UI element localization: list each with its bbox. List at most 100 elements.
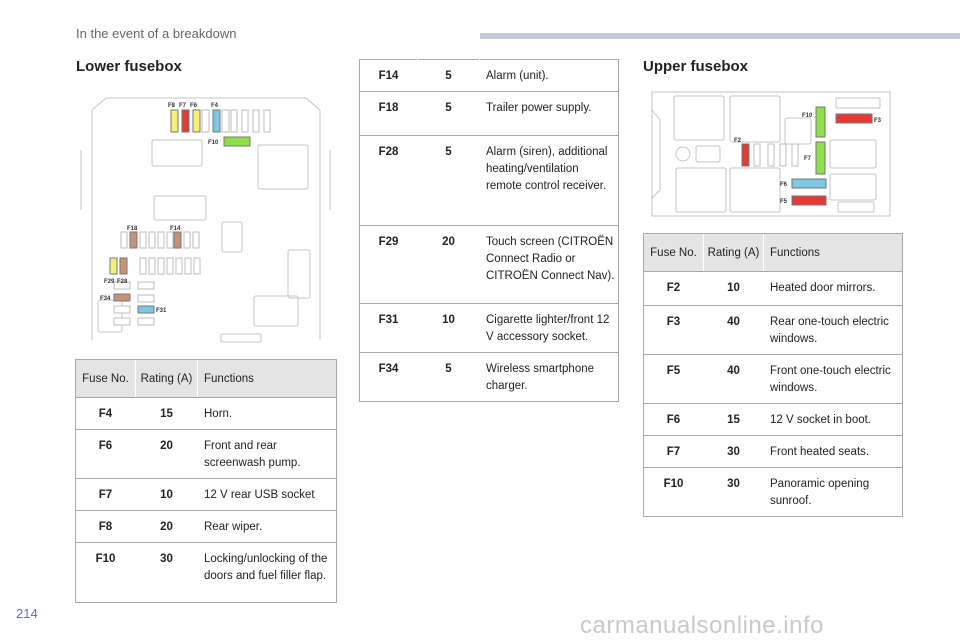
lower-fuse-table-continued: F14 5 Alarm (unit). F18 5 Trailer power … <box>359 59 619 402</box>
fuse-function: Trailer power supply. <box>479 91 619 136</box>
fuse-rating: 10 <box>135 478 198 511</box>
fuse-function: Locking/unlocking of the doors and fuel … <box>197 542 337 603</box>
table-row: F6 20 Front and rear screenwash pump. <box>75 429 337 479</box>
fuse-no: F31 <box>359 303 418 353</box>
table-row: F7 10 12 V rear USB socket <box>75 478 337 511</box>
label-f4: F4 <box>211 103 219 109</box>
col-fuse-no: Fuse No. <box>643 233 704 272</box>
table-row: F18 5 Trailer power supply. <box>359 91 619 136</box>
label-f7: F7 <box>179 103 187 109</box>
fuse-no: F29 <box>359 225 418 304</box>
fuse-function: Alarm (unit). <box>479 59 619 92</box>
fuse-no: F10 <box>643 467 704 517</box>
label-f29: F29 <box>104 279 115 285</box>
upper-fuse-table: Fuse No. Rating (A) Functions F2 10 Heat… <box>643 233 903 517</box>
fuse-no: F7 <box>643 435 704 468</box>
table-row: F3 40 Rear one-touch electric windows. <box>643 305 903 355</box>
table-row: F14 5 Alarm (unit). <box>359 59 619 92</box>
fuse-no: F6 <box>643 403 704 436</box>
fuse-function: Rear one-touch electric windows. <box>763 305 903 355</box>
header-bar <box>480 33 960 39</box>
col-functions: Functions <box>197 359 337 398</box>
label-f18: F18 <box>127 226 138 232</box>
page-number: 214 <box>16 606 38 621</box>
fuse-no: F8 <box>75 510 136 543</box>
label-f10: F10 <box>208 140 219 146</box>
fuse-rating: 20 <box>135 510 198 543</box>
watermark: carmanualsonline.info <box>580 612 824 639</box>
table-row: F8 20 Rear wiper. <box>75 510 337 543</box>
col-rating: Rating (A) <box>135 359 198 398</box>
fuse-rating: 20 <box>417 225 480 304</box>
lower-fuse-table: Fuse No. Rating (A) Functions F4 15 Horn… <box>75 359 337 603</box>
fuse-rating: 15 <box>703 403 764 436</box>
fuse-function: Rear wiper. <box>197 510 337 543</box>
table-row: F2 10 Heated door mirrors. <box>643 271 903 306</box>
table-row: F7 30 Front heated seats. <box>643 435 903 468</box>
fuse-no: F7 <box>75 478 136 511</box>
label-f14: F14 <box>170 226 181 232</box>
lower-fusebox-title: Lower fusebox <box>76 58 182 75</box>
label-f2: F2 <box>734 138 742 144</box>
table-row: F31 10 Cigarette lighter/front 12 V acce… <box>359 303 619 353</box>
fuse-rating: 5 <box>417 352 480 402</box>
fuse-rating: 10 <box>417 303 480 353</box>
table-row: F29 20 Touch screen (CITROËN Connect Rad… <box>359 225 619 304</box>
fuse-no: F34 <box>359 352 418 402</box>
fuse-no: F4 <box>75 397 136 430</box>
fuse-rating: 40 <box>703 305 764 355</box>
fuse-no: F14 <box>359 59 418 92</box>
fuse-rating: 30 <box>135 542 198 603</box>
fuse-no: F2 <box>643 271 704 306</box>
fuse-no: F18 <box>359 91 418 136</box>
label-f7: F7 <box>804 156 812 162</box>
fuse-function: 12 V socket in boot. <box>763 403 903 436</box>
fuse-function: Front one-touch electric windows. <box>763 354 903 404</box>
upper-fusebox-title: Upper fusebox <box>643 58 749 75</box>
fuse-rating: 30 <box>703 435 764 468</box>
fuse-function: Heated door mirrors. <box>763 271 903 306</box>
fuse-function: 12 V rear USB socket <box>197 478 337 511</box>
label-f34: F34 <box>100 296 111 302</box>
col-rating: Rating (A) <box>703 233 764 272</box>
fuse-rating: 5 <box>417 135 480 226</box>
table-row: F10 30 Panoramic opening sunroof. <box>643 467 903 517</box>
fuse-no: F5 <box>643 354 704 404</box>
fuse-rating: 15 <box>135 397 198 430</box>
col-fuse-no: Fuse No. <box>75 359 136 398</box>
fuse-function: Panoramic opening sunroof. <box>763 467 903 517</box>
label-f5: F5 <box>780 199 788 205</box>
label-f3: F3 <box>874 118 882 124</box>
label-f31: F31 <box>156 308 167 314</box>
fuse-function: Horn. <box>197 397 337 430</box>
table-row: F10 30 Locking/unlocking of the doors an… <box>75 542 337 603</box>
fuse-rating: 5 <box>417 91 480 136</box>
fuse-function: Touch screen (CITROËN Connect Radio or C… <box>479 225 619 304</box>
fuse-rating: 20 <box>135 429 198 479</box>
label-f6: F6 <box>780 182 788 188</box>
fuse-no: F6 <box>75 429 136 479</box>
table-row: F5 40 Front one-touch electric windows. <box>643 354 903 404</box>
table-row: F6 15 12 V socket in boot. <box>643 403 903 436</box>
fuse-no: F28 <box>359 135 418 226</box>
fuse-function: Cigarette lighter/front 12 V accessory s… <box>479 303 619 353</box>
label-f10: F10 <box>802 113 813 119</box>
upper-fusebox-diagram: F10 F3 F2 F7 F6 F5 <box>651 91 891 217</box>
table-row: F4 15 Horn. <box>75 397 337 430</box>
table-row: F28 5 Alarm (siren), additional heating/… <box>359 135 619 226</box>
fuse-function: Front and rear screenwash pump. <box>197 429 337 479</box>
fuse-no: F10 <box>75 542 136 603</box>
fuse-rating: 10 <box>703 271 764 306</box>
fuse-rating: 5 <box>417 59 480 92</box>
table-row: F34 5 Wireless smartphone charger. <box>359 352 619 402</box>
label-f6: F6 <box>190 103 198 109</box>
lower-fusebox-diagram: F8 F7 F6 F4 F10 F18 F14 F29 F28 F34 F31 <box>80 97 331 343</box>
fuse-function: Front heated seats. <box>763 435 903 468</box>
fuse-no: F3 <box>643 305 704 355</box>
fuse-rating: 40 <box>703 354 764 404</box>
fuse-rating: 30 <box>703 467 764 517</box>
label-f8: F8 <box>168 103 176 109</box>
fuse-function: Wireless smartphone charger. <box>479 352 619 402</box>
label-f28: F28 <box>117 279 128 285</box>
section-header: In the event of a breakdown <box>76 26 237 41</box>
